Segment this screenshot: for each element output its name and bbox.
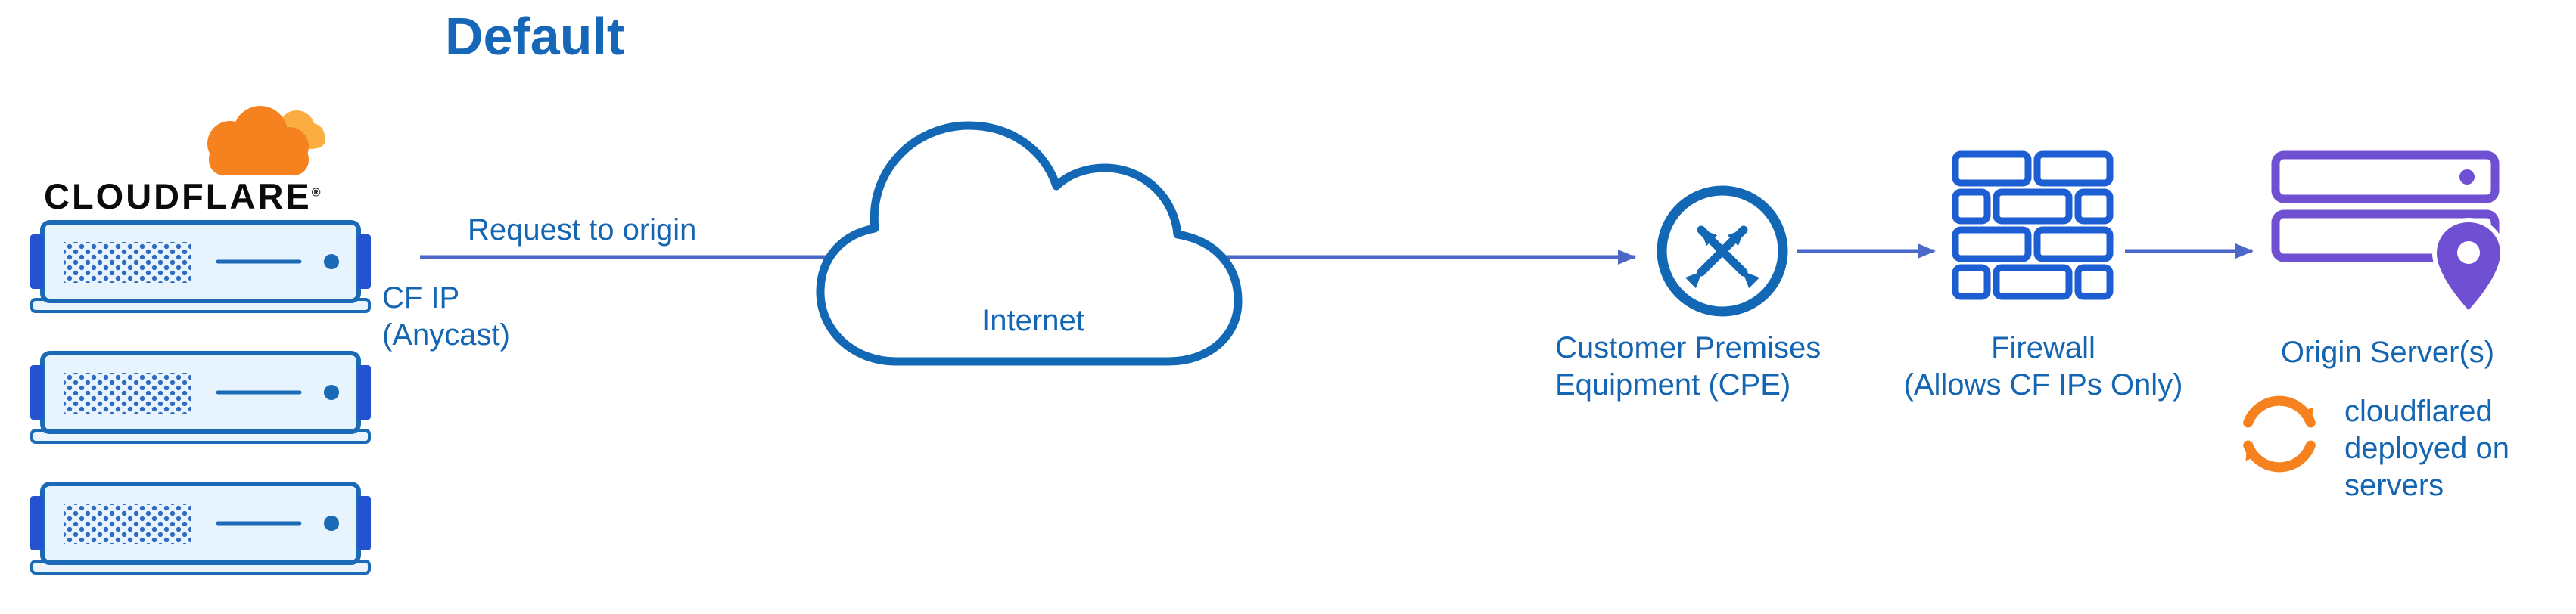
cloudflare-wordmark: CLOUDFLARE® — [44, 175, 323, 217]
cf-ip-anycast-label: CF IP (Anycast) — [382, 281, 510, 352]
diagram-title: Default — [445, 7, 625, 66]
cloudflare-wordmark-text: CLOUDFLARE — [44, 176, 312, 216]
cloudflare-server-stack-icon — [30, 220, 371, 575]
cloudflare-logo-icon — [207, 106, 325, 175]
server-icon — [30, 351, 371, 444]
internet-label: Internet — [982, 304, 1084, 337]
cloudflared-sync-icon — [2243, 395, 2316, 473]
cpe-label: Customer Premises Equipment (CPE) — [1555, 331, 1822, 402]
origin-servers-icon — [2271, 150, 2505, 317]
server-icon — [30, 482, 371, 575]
request-to-origin-label: Request to origin — [468, 213, 697, 247]
firewall-label: Firewall (Allows CF IPs Only) — [1903, 331, 2183, 402]
cloudflared-label: cloudflared deployed on servers — [2344, 395, 2509, 502]
registered-mark: ® — [311, 186, 323, 200]
firewall-brick-icon — [1952, 150, 2114, 300]
internet-cloud-icon — [816, 121, 1243, 366]
cpe-router-icon — [1657, 185, 1788, 317]
server-icon — [30, 220, 371, 313]
cloudflare-cloud-main-part — [207, 106, 309, 175]
location-pin-icon — [2431, 217, 2505, 317]
origin-servers-label: Origin Server(s) — [2280, 336, 2495, 369]
